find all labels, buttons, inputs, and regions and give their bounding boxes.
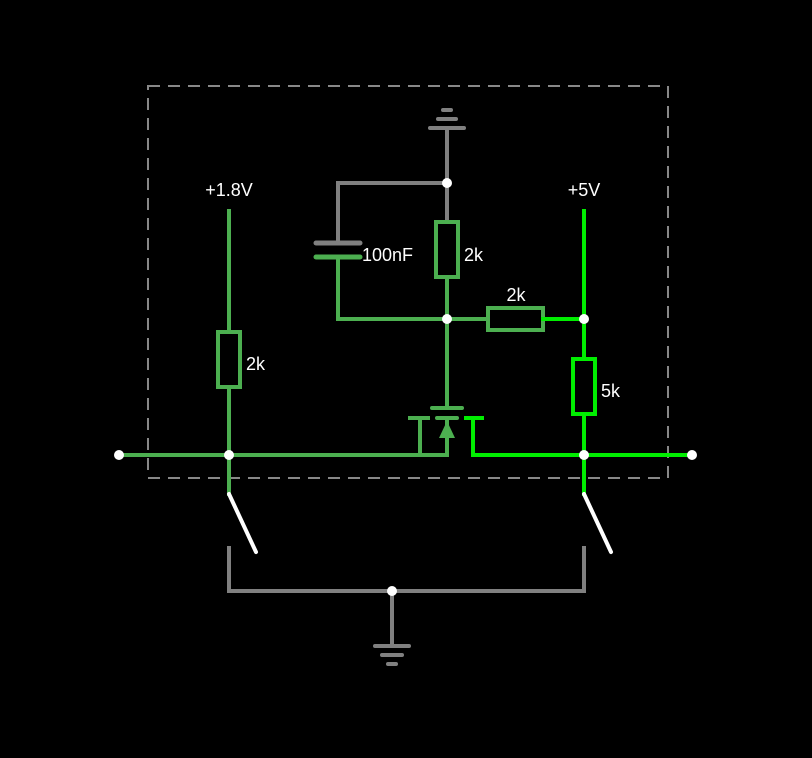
- junction: [224, 450, 234, 460]
- resistor-pullup-high: [571, 357, 597, 416]
- junction: [579, 450, 589, 460]
- resistor-gate: [434, 220, 460, 279]
- high-voltage-net: [464, 209, 694, 496]
- resistor-series: [486, 306, 545, 332]
- capacitor-label: 100nF: [362, 245, 413, 265]
- switch-icon[interactable]: [227, 492, 258, 554]
- junction: [579, 314, 589, 324]
- resistor-series-label: 2k: [506, 285, 526, 305]
- terminal-left[interactable]: [114, 450, 124, 460]
- junction: [442, 178, 452, 188]
- resistor-pullup-high-label: 5k: [601, 381, 621, 401]
- supply-high-label: +5V: [568, 180, 601, 200]
- gray-net: [227, 126, 586, 646]
- junction: [387, 586, 397, 596]
- n-channel-mosfet-icon: [430, 406, 464, 438]
- resistor-gate-label: 2k: [464, 245, 484, 265]
- ground-icon: [428, 108, 466, 130]
- junction-nodes: [114, 178, 697, 596]
- ground-icon: [373, 644, 411, 666]
- low-voltage-net: [117, 209, 490, 496]
- switch-icon[interactable]: [582, 492, 613, 554]
- supply-low-label: +1.8V: [205, 180, 253, 200]
- resistor-pullup-low: [216, 330, 242, 389]
- resistor-pullup-low-label: 2k: [246, 354, 266, 374]
- module-boundary: [147, 85, 669, 479]
- terminal-right[interactable]: [687, 450, 697, 460]
- junction: [442, 314, 452, 324]
